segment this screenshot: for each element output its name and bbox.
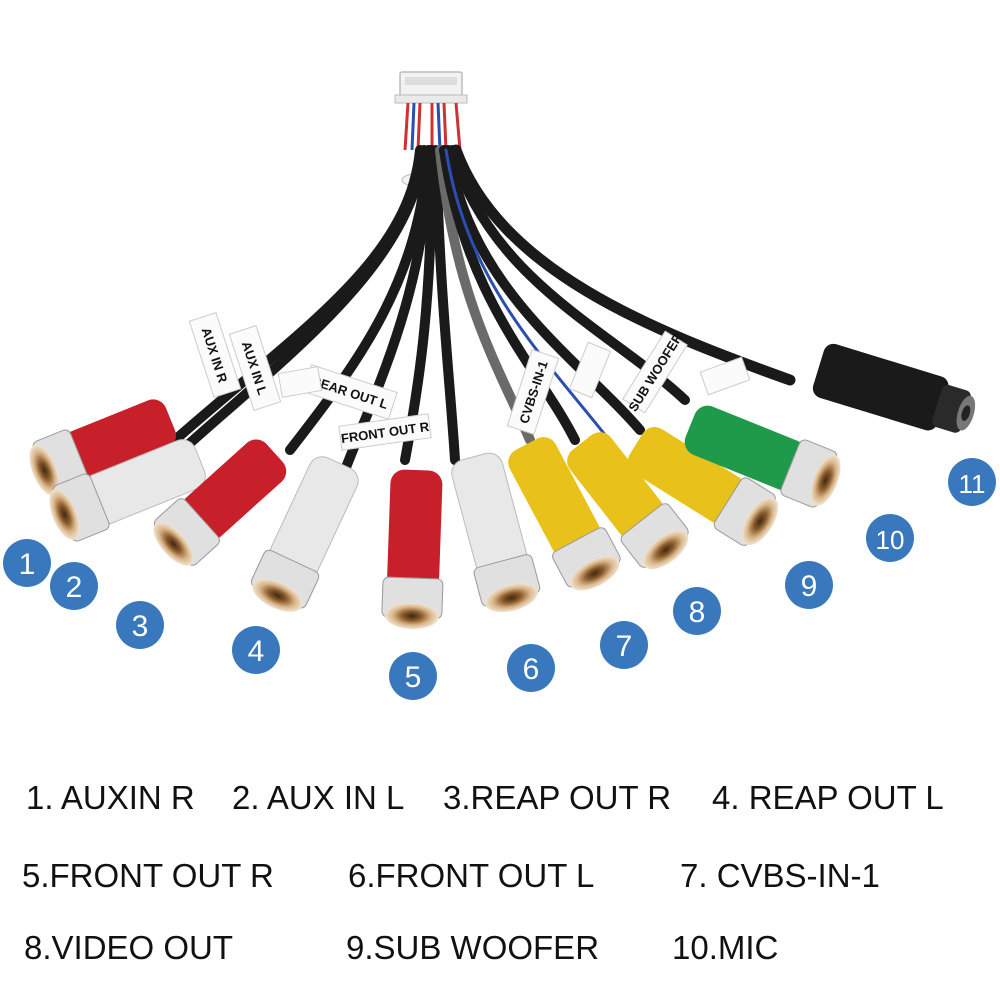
marker-4: 4 <box>232 626 280 674</box>
marker-8-label: 8 <box>689 596 706 629</box>
legend-item-5: 5.FRONT OUT R <box>22 857 274 894</box>
marker-4-label: 4 <box>248 635 265 668</box>
marker-11-label: 11 <box>959 469 986 499</box>
plug-3-red <box>153 439 287 566</box>
marker-7-label: 7 <box>616 630 633 663</box>
plug-7-yellow <box>508 437 621 591</box>
plug-6-white <box>451 452 541 613</box>
plug-11-mic-jack <box>812 343 976 433</box>
marker-6-label: 6 <box>523 653 540 686</box>
plug-4-white <box>250 456 359 612</box>
marker-9: 9 <box>785 561 833 609</box>
legend-item-1: 1. AUXIN R <box>26 779 195 816</box>
marker-10: 10 <box>866 514 914 562</box>
marker-8: 8 <box>673 587 721 635</box>
legend-item-7: 7. CVBS-IN-1 <box>680 857 880 894</box>
legend-row-2: 5.FRONT OUT R 6.FRONT OUT L 7. CVBS-IN-1 <box>0 856 1000 906</box>
marker-7: 7 <box>600 621 648 669</box>
plug-2-white <box>49 439 206 542</box>
plug-8-yellow <box>567 432 689 570</box>
plug-9-yellow <box>627 427 779 546</box>
marker-1-label: 1 <box>19 548 36 581</box>
plug-10-green <box>684 405 841 508</box>
legend-item-2: 2. AUX IN L <box>232 779 405 816</box>
legend-item-4: 4. REAP OUT L <box>712 779 944 816</box>
marker-2: 2 <box>50 562 98 610</box>
marker-5: 5 <box>389 652 437 700</box>
legend-row-1: 1. AUXIN R 2. AUX IN L 3.REAP OUT R 4. R… <box>0 778 1000 828</box>
marker-9-label: 9 <box>801 570 818 603</box>
marker-3-label: 3 <box>132 610 149 643</box>
legend-item-6: 6.FRONT OUT L <box>348 857 595 894</box>
legend-item-10: 10.MIC <box>672 929 779 966</box>
marker-2-label: 2 <box>66 571 83 604</box>
legend-row-3: 8.VIDEO OUT 9.SUB WOOFER 10.MIC <box>0 928 1000 978</box>
marker-6: 6 <box>507 644 555 692</box>
legend-item-9: 9.SUB WOOFER <box>346 929 600 966</box>
plug-5-red <box>381 469 444 630</box>
marker-11: 11 <box>948 458 996 506</box>
cable-illustration: AUX IN R AUX IN L REAR OUT L FRONT OUT R… <box>3 71 996 700</box>
marker-3: 3 <box>116 601 164 649</box>
marker-10-label: 10 <box>876 525 905 555</box>
tag-sub-woofer: SUB WOOFER <box>625 330 686 414</box>
marker-1: 1 <box>3 539 51 587</box>
marker-5-label: 5 <box>405 661 422 694</box>
legend-item-3: 3.REAP OUT R <box>443 779 672 816</box>
legend-item-8: 8.VIDEO OUT <box>24 929 234 966</box>
